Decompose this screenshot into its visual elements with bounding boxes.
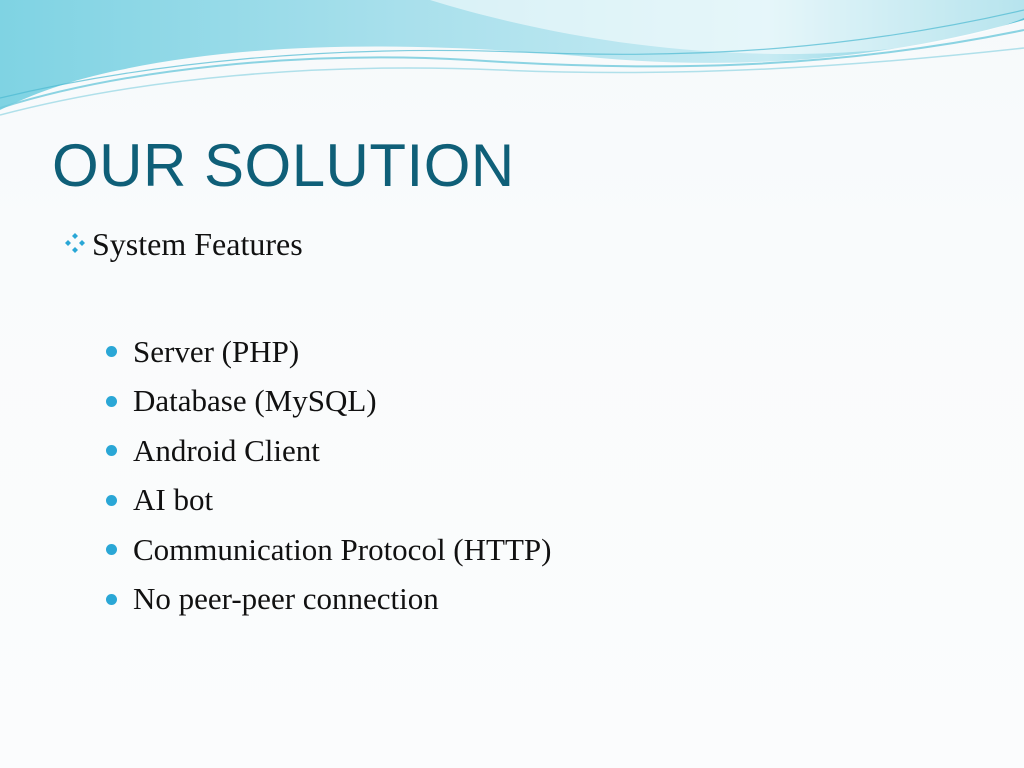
list-item-label: Database (MySQL) bbox=[133, 383, 377, 419]
dot-bullet-icon bbox=[106, 593, 117, 605]
dot-bullet-icon bbox=[106, 544, 117, 556]
list-item: AI bot bbox=[106, 476, 551, 526]
dot-bullet-icon bbox=[106, 346, 117, 358]
list-item-label: Communication Protocol (HTTP) bbox=[133, 531, 552, 567]
list-item: Communication Protocol (HTTP) bbox=[106, 525, 551, 575]
list-item: Database (MySQL) bbox=[106, 377, 551, 427]
four-diamond-bullet-icon bbox=[64, 232, 86, 254]
section-heading-label: System Features bbox=[92, 226, 303, 262]
slide-title: OUR SOLUTION bbox=[52, 132, 515, 199]
list-item: Server (PHP) bbox=[106, 327, 551, 377]
section-heading: System Features bbox=[64, 224, 303, 264]
list-item: Android Client bbox=[106, 426, 551, 476]
list-item-label: Android Client bbox=[133, 432, 320, 468]
list-item-label: AI bot bbox=[133, 482, 214, 518]
list-item-label: Server (PHP) bbox=[133, 333, 300, 369]
wave-header-decoration bbox=[0, 0, 1024, 116]
list-item-label: No peer-peer connection bbox=[133, 581, 439, 617]
feature-list: Server (PHP) Database (MySQL) Android Cl… bbox=[106, 327, 551, 624]
dot-bullet-icon bbox=[106, 395, 117, 407]
dot-bullet-icon bbox=[106, 445, 117, 457]
dot-bullet-icon bbox=[106, 494, 117, 506]
list-item: No peer-peer connection bbox=[106, 575, 551, 625]
